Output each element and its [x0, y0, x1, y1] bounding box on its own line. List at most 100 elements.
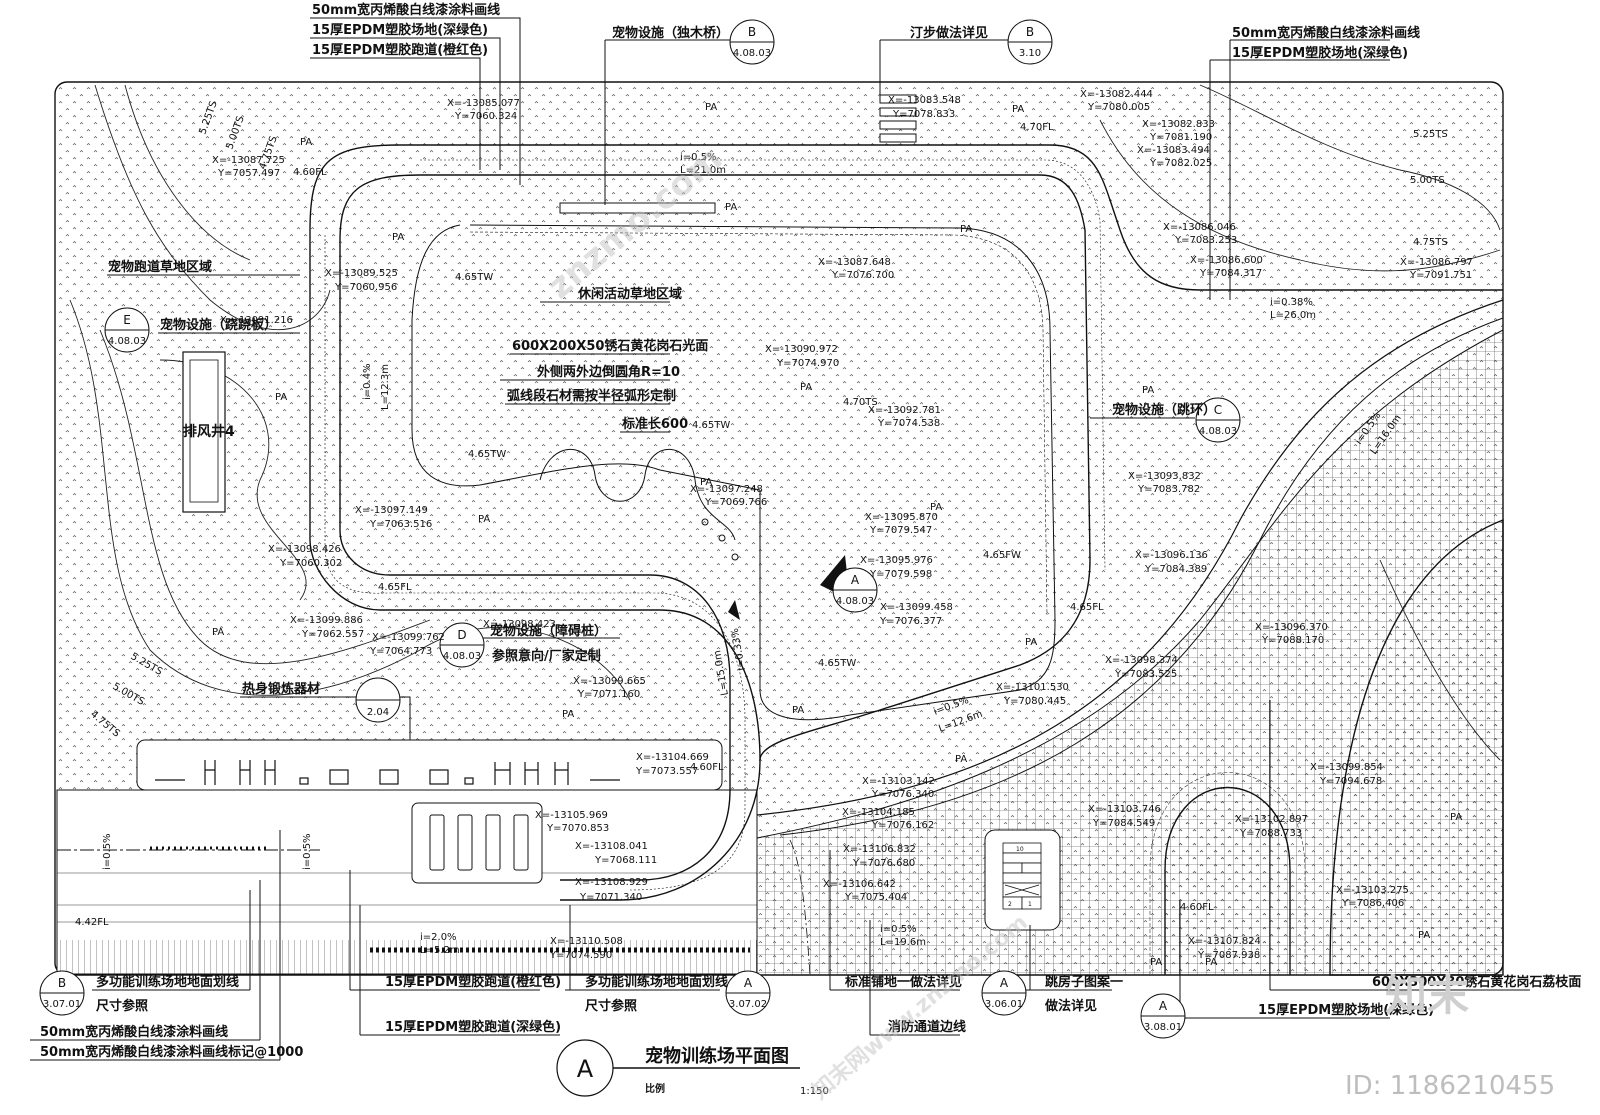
label-hopscotch: 跳房子图案一: [1045, 974, 1123, 990]
ref-letter: C: [1214, 403, 1222, 417]
watermark-id: ID: 1186210455: [1345, 1071, 1555, 1101]
label-green-track-b: 15厚EPDM塑胶跑道(深绿色): [385, 1019, 561, 1035]
coord-x: X=-13086.600: [1190, 255, 1263, 266]
arch-lawn-2: [1329, 518, 1504, 976]
pa: PA: [212, 627, 224, 638]
ref-sheet: 2.04: [367, 707, 389, 718]
coord-y: Y=7083.782: [1137, 484, 1200, 495]
scale-value: 1:150: [800, 1086, 829, 1097]
coord-x: X=-13106.832: [843, 844, 916, 855]
coord-x: X=-13086.046: [1163, 222, 1236, 233]
coord-y: Y=7060.956: [334, 282, 397, 293]
coord-x: X=-13096.136: [1135, 550, 1208, 561]
coord-y: Y=7068.111: [594, 855, 657, 866]
ref-bubble-hoop: C 4.08.03: [1195, 397, 1241, 443]
coord-x: X=-13087.725: [212, 155, 285, 166]
coord-x: X=-13102.897: [1235, 814, 1308, 825]
ref-bubble-paving: A 3.06.01: [981, 970, 1027, 1016]
coord-y: Y=7075.404: [844, 892, 907, 903]
coord-y: Y=7079.547: [869, 525, 932, 536]
label-warmup: 热身锻炼器材: [242, 681, 320, 697]
coord-y: Y=7080.005: [1087, 102, 1150, 113]
coord-y: Y=7062.557: [301, 629, 364, 640]
inner-lawn-border: [411, 224, 1056, 721]
coord-y: Y=7063.516: [369, 519, 432, 530]
label-round-corner: 外侧两外边倒圆角R=10: [536, 364, 680, 380]
label-white-line-mark: 50mm宽丙烯酸白线漆涂料画线标记@1000: [40, 1044, 303, 1060]
label-shaft: 排风井4: [183, 423, 235, 440]
ref-bubble-stepping: B 3.10: [1007, 19, 1053, 65]
coord-x: X=-13110.508: [550, 936, 623, 947]
coord-x: X=-13090.972: [765, 344, 838, 355]
pa: PA: [705, 102, 717, 113]
coord-y: Y=7074.590: [549, 950, 612, 961]
pa: PA: [1025, 637, 1037, 648]
pa: PA: [792, 705, 804, 716]
track-outer: [309, 144, 1503, 291]
coord-x: X=-13086.797: [1400, 257, 1473, 268]
label-granite: 600X200X50锈石黄花岗石光面: [512, 338, 708, 354]
label-balance-beam: 宠物设施（独木桥）: [612, 25, 729, 41]
slope: i=0.4%: [362, 363, 373, 400]
elev: 4.65FL: [1070, 602, 1104, 613]
coord-x: X=-13096.370: [1255, 622, 1328, 633]
ref-letter: B: [748, 25, 756, 39]
pa: PA: [725, 202, 737, 213]
coord-x: X=-13092.781: [868, 405, 941, 416]
ref-sheet: 3.08.01: [1144, 1022, 1182, 1033]
elev: 4.65TW: [455, 272, 493, 283]
elev: 4.70FL: [1020, 122, 1054, 133]
ref-sheet: 4.08.03: [733, 48, 771, 59]
coord-y: Y=7076.700: [831, 270, 894, 281]
title-circle-letter: A: [577, 1055, 594, 1083]
ref-letter: A: [1000, 976, 1009, 990]
pa: PA: [300, 137, 312, 148]
pa: PA: [960, 224, 972, 235]
label-red-track-b: 15厚EPDM塑胶跑道(橙红色): [385, 974, 561, 990]
coord-x: X=-13095.976: [860, 555, 933, 566]
slope: i=0.5%: [302, 833, 313, 870]
coord-x: X=-13083.548: [888, 95, 961, 106]
top-label-green-field: 15厚EPDM塑胶场地(深绿色): [312, 22, 488, 38]
ref-sheet: 3.07.02: [729, 999, 767, 1010]
slope: L=12.3m: [380, 364, 391, 410]
coord-x: X=-13108.041: [575, 841, 648, 852]
elev: 4.65TW: [692, 420, 730, 431]
coord-y: Y=7076.680: [852, 858, 915, 869]
balance-beam: [559, 202, 716, 214]
watermark-brand: 知末: [1385, 971, 1469, 1020]
ref-letter: A: [851, 573, 860, 587]
pole-marker-2: [718, 534, 726, 542]
coord-y: Y=7076.377: [879, 616, 942, 627]
ref-bubble-bridge: B 4.08.03: [729, 19, 775, 65]
track-inner: [339, 174, 1091, 761]
elev: 4.60FL: [293, 167, 327, 178]
pole-marker-1: [701, 518, 709, 526]
pa: PA: [955, 754, 967, 765]
ref-sheet: 3.06.01: [985, 999, 1023, 1010]
pad-hatch-strip: [57, 940, 757, 974]
coord-y: Y=7060.324: [454, 111, 517, 122]
coord-y: Y=7076.340: [871, 789, 934, 800]
label-std-paving: 标准铺地一做法详见: [844, 974, 962, 990]
pa: PA: [275, 392, 287, 403]
coord-y: Y=7074.970: [776, 358, 839, 369]
elev: 4.60FL: [690, 762, 724, 773]
coord-y: Y=7071.340: [579, 892, 642, 903]
coord-x: X=-13101.530: [996, 682, 1069, 693]
coord-x: X=-13103.746: [1088, 804, 1161, 815]
label-multi-line-2: 多功能训练场地地面划线: [585, 974, 728, 990]
ref-bubble-hopscotch: A 3.08.01: [1140, 993, 1186, 1039]
ref-bubble-obstacle-a: A 4.08.03: [832, 567, 878, 613]
label-grass-area: 宠物跑道草地区域: [108, 259, 212, 275]
slope: i=0.5%: [102, 833, 113, 870]
coord-y: Y=7083.253: [1174, 235, 1237, 246]
pa: PA: [1418, 930, 1430, 941]
fitness-equipment: [155, 760, 620, 785]
ref-sheet: 3.10: [1019, 48, 1041, 59]
label-green-field-b: 15厚EPDM塑胶场地(深绿色): [1258, 1002, 1434, 1018]
coord-x: X=-13099.886: [290, 615, 363, 626]
coord-x: X=-13091.216: [220, 315, 293, 326]
coord-y: Y=7060.302: [279, 558, 342, 569]
